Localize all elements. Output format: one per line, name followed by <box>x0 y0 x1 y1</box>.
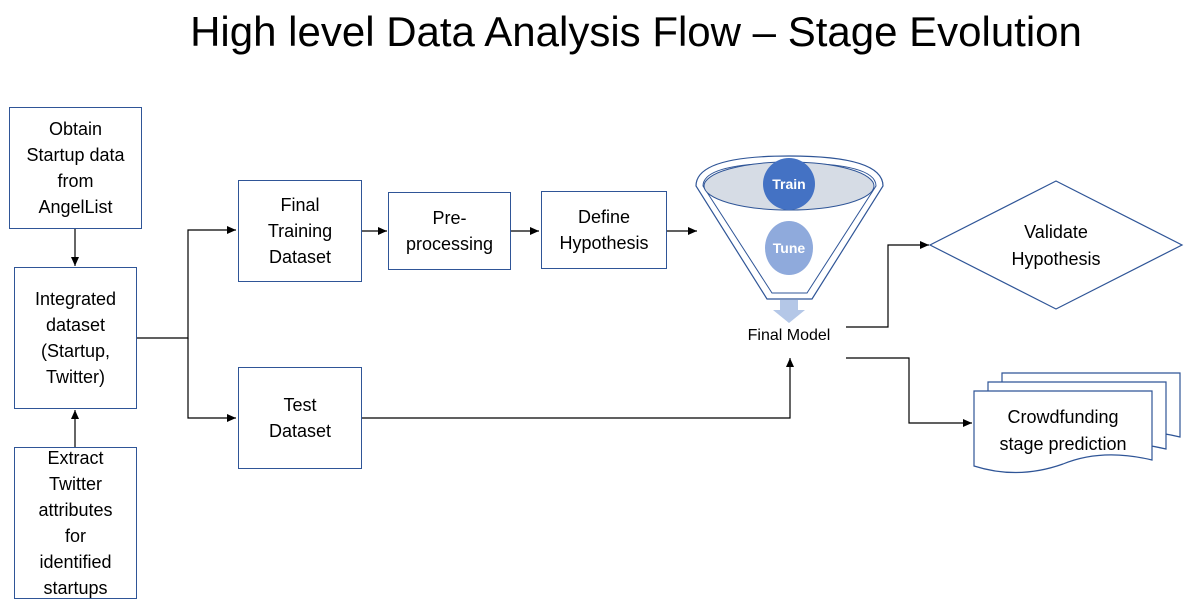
down-arrow-icon <box>773 300 805 323</box>
integrated-label: Integrated dataset (Startup, Twitter) <box>34 289 117 387</box>
integrated-box: Integrated dataset (Startup, Twitter) <box>14 267 137 409</box>
final-training-box: Final Training Dataset <box>238 180 362 282</box>
arrow-test-to-final-model <box>361 358 794 419</box>
test-dataset-label: Test Dataset <box>268 395 332 441</box>
document-stack <box>973 372 1181 474</box>
extract-box: Extract Twitter attributes for identifie… <box>14 447 137 599</box>
arrow-integrated-to-test <box>187 338 236 422</box>
final-model-label: Final Model <box>747 327 831 344</box>
validate-diamond <box>928 180 1184 310</box>
preprocessing-box: Pre- processing <box>388 192 511 270</box>
tune-circle: Tune <box>765 221 813 275</box>
arrow-integrated-to-training <box>137 226 236 339</box>
tune-label: Tune <box>772 240 806 256</box>
train-label: Train <box>772 176 806 192</box>
test-dataset-box: Test Dataset <box>238 367 362 469</box>
arrow-model-to-crowdfunding <box>846 357 972 427</box>
final-training-label: Final Training Dataset <box>267 195 333 267</box>
obtain-label: Obtain Startup data from AngelList <box>26 119 125 217</box>
validate-hypothesis-label: Validate Hypothesis <box>1011 222 1101 269</box>
extract-label: Extract Twitter attributes for identifie… <box>38 448 113 598</box>
arrow-model-to-validate <box>846 241 929 328</box>
page-title: High level Data Analysis Flow – Stage Ev… <box>190 8 1082 55</box>
crowdfunding-label: Crowdfunding stage prediction <box>999 407 1127 454</box>
obtain-box: Obtain Startup data from AngelList <box>9 107 142 229</box>
train-circle: Train <box>763 158 815 210</box>
define-hypothesis-box: Define Hypothesis <box>541 191 667 269</box>
preprocessing-label: Pre- processing <box>405 208 494 254</box>
define-hypothesis-label: Define Hypothesis <box>559 207 649 253</box>
